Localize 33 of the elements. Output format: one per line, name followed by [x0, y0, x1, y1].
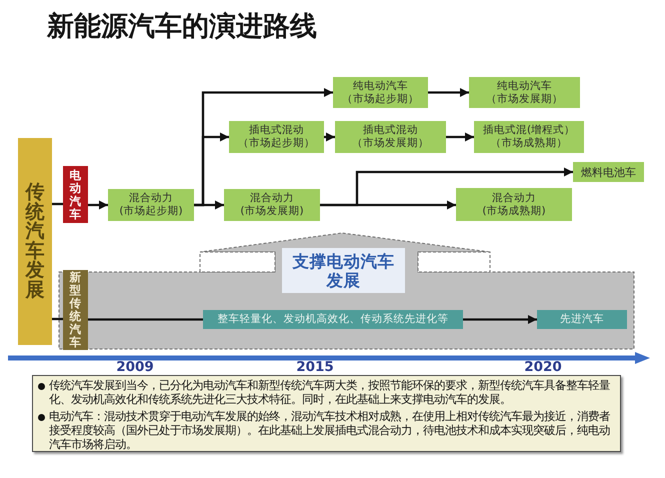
panel-label: 支撑电动汽车发展	[282, 248, 405, 293]
category-bar: 传统汽车发展	[18, 138, 52, 345]
year-label: 2015	[296, 360, 334, 375]
stage-box: 纯电动汽车 （市场发展期）	[469, 77, 580, 108]
connector-line	[52, 318, 63, 320]
stage-box: 纯电动汽车 （市场起步期）	[333, 77, 428, 108]
arrow	[88, 200, 108, 210]
year-label: 2020	[524, 360, 562, 375]
category-box: 新型传统汽车	[63, 270, 88, 350]
connector-line	[88, 318, 203, 321]
category-box: 电动汽车	[63, 166, 88, 223]
support-panel	[58, 232, 635, 350]
arrow	[463, 315, 537, 324]
stage-box: 混合动力 (市场起步期)	[108, 189, 194, 221]
stage-box: 混合动力 (市场发展期)	[224, 189, 320, 221]
bullet-text: 传统汽车发展到当今，已分化为电动汽车和新型传统汽车两大类，按照节能环保的要求，新型传统汽车具备整车轻量化、发动机高效化和传统系统先进化三大技术特征。同时，在此基础上来支撑电动汽车的发展。	[49, 379, 611, 407]
year-label: 2009	[116, 360, 154, 375]
feature-box: 整车轻量化、发动机高效化、传动系统先进化等	[203, 310, 463, 329]
arrow	[446, 132, 474, 142]
stage-box: 插电式混动 （市场起步期）	[229, 121, 324, 153]
arrow	[428, 88, 469, 97]
stage-box: 混合动力 (市场成熟期)	[456, 188, 572, 221]
feature-box: 先进汽车	[537, 310, 627, 329]
arrow	[320, 168, 573, 206]
stage-box: 燃料电池车	[573, 162, 644, 182]
arrow	[194, 88, 333, 206]
note-box	[32, 375, 621, 452]
connector-line	[52, 202, 63, 206]
arrow	[324, 132, 335, 142]
bullet-text: 电动汽车：混动技术贯穿于电动汽车发展的始终，混动汽车技术相对成熟，在使用上相对传统汽车最为接近，消费者接受程度较高（国外已处于市场发展期）。在此基础上发展插电式混合动力，待电池技术和成本实现突破后，纯电动汽车市场将启动。	[49, 410, 611, 452]
title: 新能源汽车的演进路线	[47, 11, 317, 43]
stage-box: 插电式混(增程式） （市场成熟期）	[474, 121, 584, 153]
stage-box: 插电式混动 （市场发展期）	[335, 121, 446, 153]
